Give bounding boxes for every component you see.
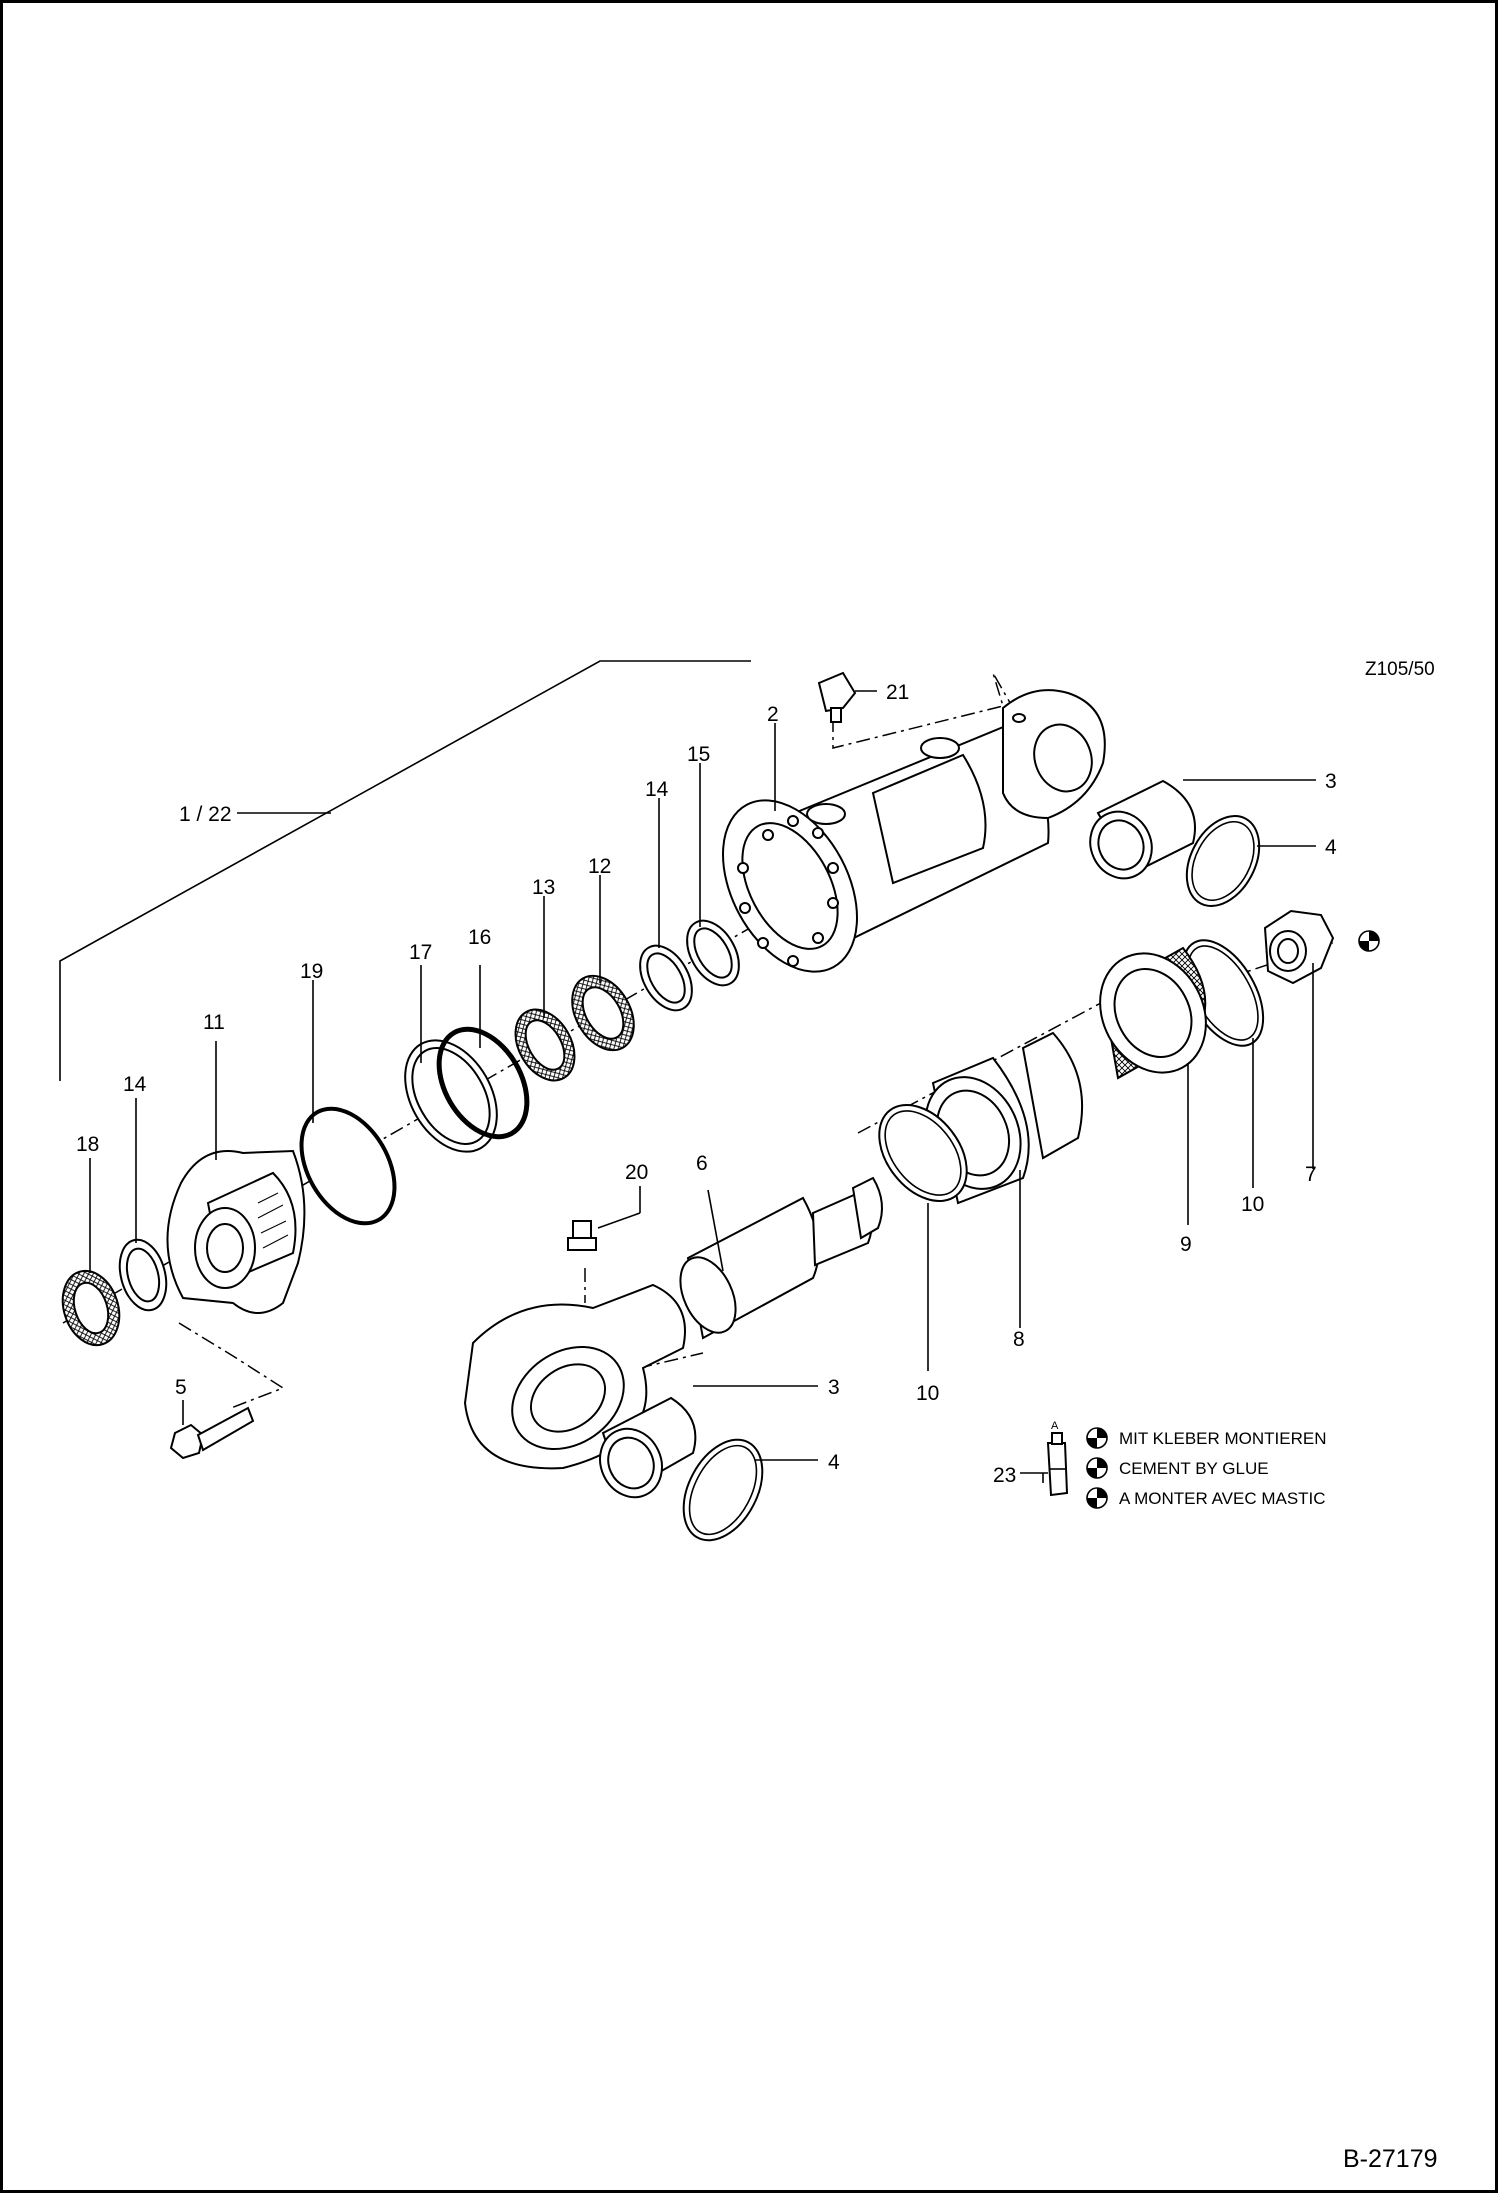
- callout-23: 23: [993, 1464, 1016, 1487]
- callout-3-lower: 3: [828, 1376, 840, 1399]
- ring-15: [686, 919, 740, 987]
- callout-14-upper: 14: [645, 778, 669, 801]
- piston-rod: [679, 1176, 883, 1340]
- leader-lines: [89, 690, 1316, 1483]
- callout-12: 12: [588, 855, 611, 878]
- seal-13: [514, 1008, 576, 1082]
- o-ring-19: [299, 1106, 397, 1226]
- grease-nipple: [567, 1220, 597, 1251]
- callout-3-upper: 3: [1325, 770, 1337, 793]
- callout-7: 7: [1305, 1163, 1317, 1186]
- callout-labels: 1 / 22 2 3 4 21 15 14 12 13 16 17 19 11 …: [76, 681, 1337, 1474]
- callout-11: 11: [203, 1011, 225, 1034]
- glue-symbol-icon-2: [1086, 1457, 1108, 1479]
- legend-line-fr: A MONTER AVEC MASTIC: [1119, 1489, 1326, 1508]
- callout-18: 18: [76, 1133, 99, 1156]
- callout-1-22: 1 / 22: [179, 803, 232, 826]
- bushing-upper: [1089, 779, 1196, 880]
- callout-8: 8: [1013, 1328, 1025, 1351]
- callout-21: 21: [886, 681, 909, 704]
- guide-ring-upper: [639, 944, 693, 1012]
- flange-bolt-holes: [737, 815, 839, 967]
- callout-16: 16: [468, 926, 491, 949]
- callout-9: 9: [1180, 1233, 1192, 1256]
- guide-ring-lower: [118, 1238, 168, 1312]
- callout-10-lower: 10: [916, 1382, 939, 1405]
- circlip-lower: [682, 1438, 764, 1542]
- callout-4-upper: 4: [1325, 836, 1337, 859]
- hex-bolt: [169, 1406, 255, 1460]
- callout-19: 19: [300, 960, 323, 983]
- cylinder-tube: [722, 689, 1106, 973]
- knurled-guide: [1099, 946, 1207, 1080]
- callout-2: 2: [767, 703, 779, 726]
- callout-15: 15: [687, 743, 710, 766]
- hex-nut: [1263, 909, 1335, 985]
- exploded-view-drawing: Z105/50 B-27179: [59, 659, 1438, 2173]
- circlip-10-lower: [878, 1104, 968, 1202]
- callout-14-lower: 14: [123, 1073, 147, 1096]
- callout-17: 17: [409, 941, 432, 964]
- glue-symbol-icon-3: [1086, 1487, 1108, 1509]
- seal-12: [571, 974, 635, 1052]
- glue-symbol-icon: [1358, 930, 1380, 952]
- grease-elbow-fitting: [817, 671, 857, 723]
- callout-13: 13: [532, 876, 555, 899]
- legend-line-de: MIT KLEBER MONTIEREN: [1119, 1429, 1327, 1448]
- circlip-upper: [1185, 815, 1261, 907]
- assembly-bracket: [59, 660, 751, 1081]
- drawing-code: Z105/50: [1365, 659, 1435, 680]
- callout-10-upper: 10: [1241, 1193, 1264, 1216]
- wiper-ring: [61, 1269, 121, 1347]
- callout-6: 6: [696, 1152, 708, 1175]
- callout-20: 20: [625, 1161, 648, 1184]
- glue-legend: A 23 MIT KLEBER MONTIEREN CEMENT BY GLUE…: [993, 1420, 1327, 1509]
- glue-tube-icon: [1046, 1432, 1069, 1497]
- callout-5: 5: [175, 1376, 187, 1399]
- seal-17: [404, 1039, 498, 1153]
- cylinder-head: [166, 1149, 306, 1314]
- glue-tube-letter: A: [1051, 1420, 1059, 1432]
- bushing-lower: [599, 1396, 697, 1499]
- o-ring-16: [436, 1026, 530, 1140]
- legend-line-en: CEMENT BY GLUE: [1119, 1459, 1269, 1478]
- glue-symbol-icon-1: [1086, 1427, 1108, 1449]
- sheet-number: B-27179: [1343, 2145, 1438, 2173]
- callout-4-lower: 4: [828, 1451, 840, 1474]
